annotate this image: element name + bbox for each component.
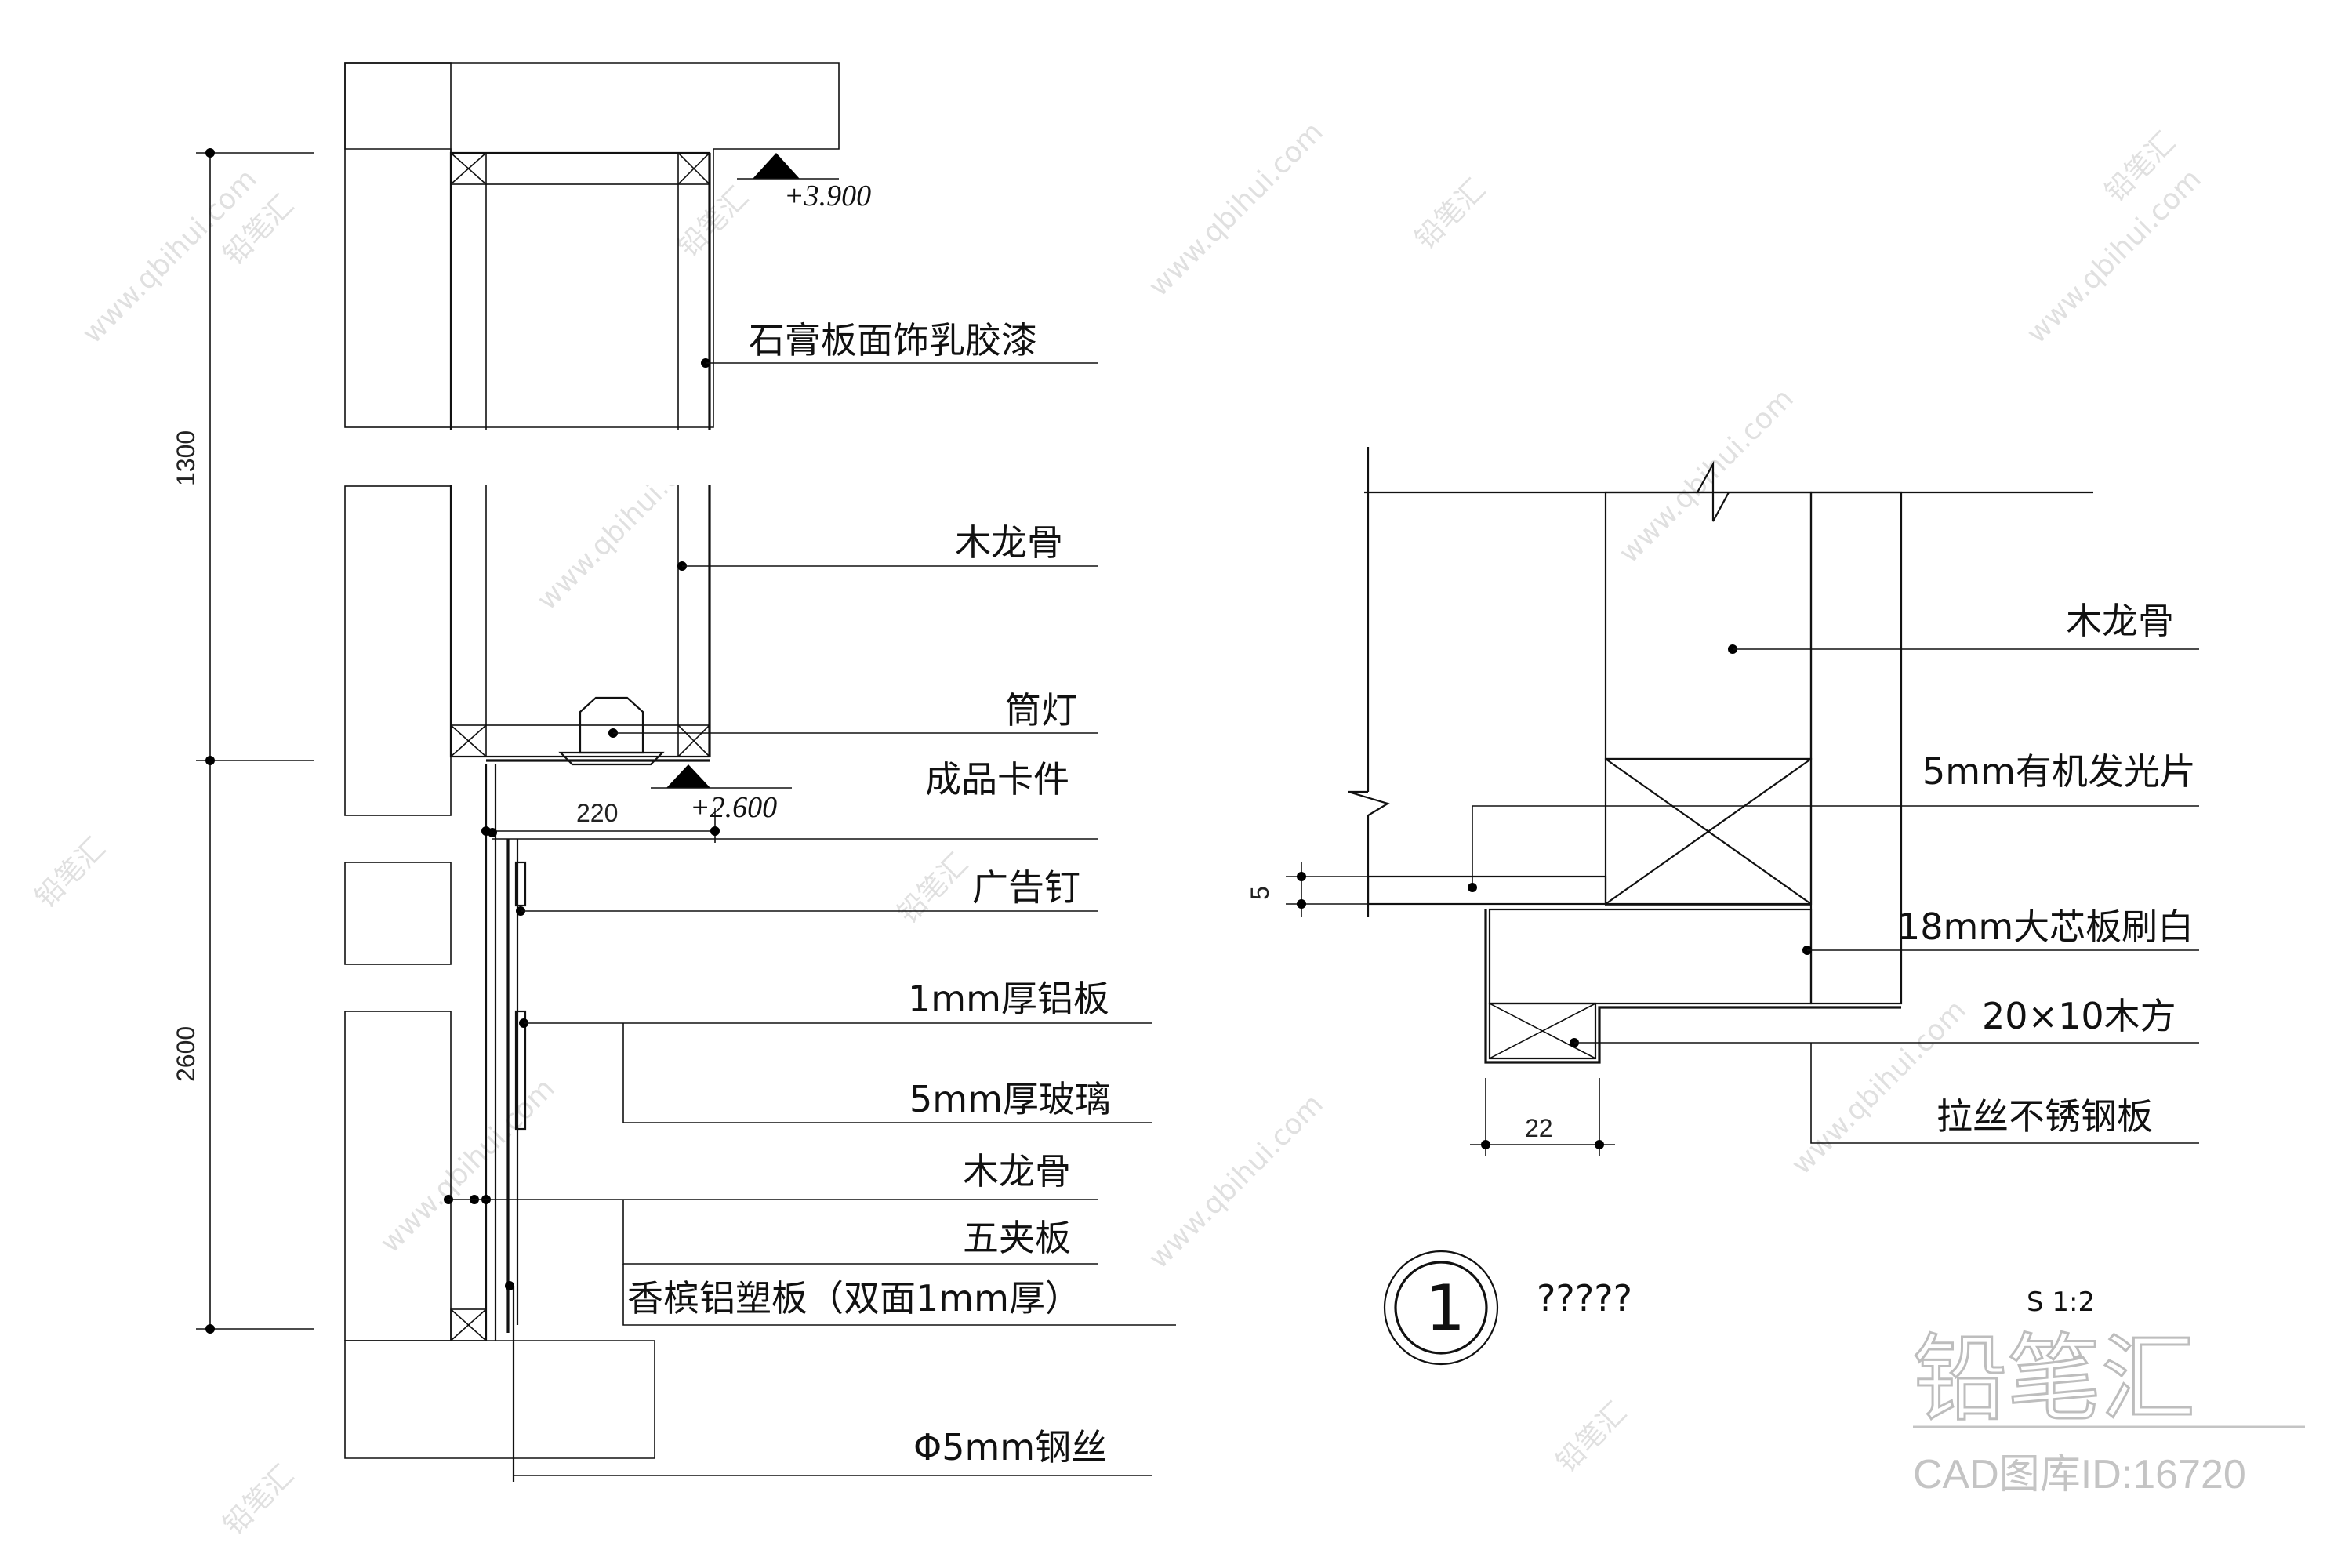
label-keel-top: 木龙骨: [955, 521, 1063, 564]
gap-dimension: 5: [1246, 862, 1368, 917]
watermark-brand: 铅笔汇: [29, 832, 111, 914]
leader-steel: 拉丝不锈钢板: [1810, 1043, 2199, 1144]
label-right-keel: 木龙骨: [2066, 600, 2174, 642]
leader-wire: Φ5mm钢丝: [513, 1426, 1152, 1482]
concrete-floor-slab: [344, 1340, 655, 1459]
elevation-bottom-label: +2.600: [690, 791, 777, 824]
label-clip: 成品卡件: [925, 758, 1069, 800]
detail-number: 1: [1425, 1272, 1465, 1345]
light-sheet: [1367, 875, 1607, 906]
core-board-horizontal: [1488, 908, 1813, 1005]
break-gap: [337, 430, 729, 485]
label-glass: 5mm厚玻璃: [909, 1078, 1111, 1120]
leader-downlight: 筒灯: [608, 689, 1098, 738]
leader-right-keel: 木龙骨: [1728, 600, 2199, 654]
leader-aluminum: 1mm厚铝板: [519, 978, 1152, 1028]
wood-batten: [1488, 1002, 1597, 1060]
watermark-brand: 铅笔汇: [217, 1459, 299, 1541]
watermark-site: www.qbihui.com: [1142, 116, 1329, 303]
light-sheet-edge: [1605, 904, 1812, 909]
label-plywood: 五夹板: [963, 1217, 1071, 1259]
elevation-marker-bottom: +2.600: [651, 764, 792, 824]
label-steel: 拉丝不锈钢板: [1936, 1095, 2153, 1138]
label-light-sheet: 5mm有机发光片: [1922, 750, 2196, 793]
watermark-brand: 铅笔汇: [1550, 1396, 1632, 1479]
concrete-wall-upper: [344, 62, 452, 428]
dimension-width-label: 220: [576, 799, 618, 827]
leader-acp: 香槟铝塑板（双面1mm厚）: [505, 1264, 1176, 1326]
elevation-top-label: +3.900: [784, 180, 871, 212]
label-gypsum: 石膏板面饰乳胶漆: [749, 319, 1037, 361]
leader-plywood: 五夹板: [622, 1200, 1098, 1265]
label-downlight: 筒灯: [1005, 689, 1077, 731]
watermark-site: www.qbihui.com: [1142, 1088, 1329, 1275]
dimension-upper-label: 1300: [172, 430, 200, 486]
steel-plate-outline: [1484, 909, 1901, 1064]
leader-gypsum: 石膏板面饰乳胶漆: [701, 319, 1098, 368]
watermark-site: www.qbihui.com: [374, 1073, 561, 1259]
concrete-wall-mid: [344, 485, 452, 816]
detail-title: ?????: [1537, 1277, 1632, 1319]
label-batten: 20×10木方: [1982, 995, 2176, 1037]
leader-glass: 5mm厚玻璃: [622, 1023, 1152, 1123]
watermark-brand: 铅笔汇: [1409, 173, 1491, 256]
wood-block-corner: [450, 152, 710, 757]
label-acp: 香槟铝塑板（双面1mm厚）: [627, 1277, 1081, 1319]
brand-id-text: CAD图库ID:16720: [1913, 1452, 2246, 1497]
concrete-wall-lower-a: [344, 862, 452, 965]
core-board-vertical: [1809, 491, 1903, 1005]
detail-scale: S 1:2: [2027, 1287, 2095, 1318]
leader-core-board: 18mm大芯板刷白: [1802, 906, 2199, 955]
label-keel-bottom: 木龙骨: [963, 1150, 1071, 1192]
watermark-brand: 铅笔汇: [891, 848, 974, 930]
elevation-marker-top: +3.900: [737, 153, 871, 212]
break-gap: [337, 967, 525, 1010]
brand-logo-text: 铅笔汇: [1913, 1325, 2195, 1434]
watermark-site: www.qbihui.com: [1785, 994, 1972, 1181]
break-symbol: [1348, 790, 1390, 917]
right-section-detail: 5 22 木龙骨 5mm有机发光片 18mm大芯板刷白: [1246, 447, 2199, 1156]
dimension-gap-label: 5: [1246, 886, 1274, 900]
label-aluminum: 1mm厚铝板: [908, 978, 1109, 1020]
leader-clip: 成品卡件: [488, 758, 1098, 840]
width-dimension: 220: [481, 799, 720, 843]
leader-keel-top: 木龙骨: [677, 521, 1098, 571]
leader-keel-bottom: 木龙骨: [444, 1150, 1098, 1204]
label-wire: Φ5mm钢丝: [913, 1426, 1107, 1468]
width-dimension-right: 22: [1470, 1078, 1615, 1156]
brand-watermark: 铅笔汇 CAD图库ID:16720: [1912, 1324, 2305, 1497]
label-core-board: 18mm大芯板刷白: [1897, 906, 2194, 948]
leader-ad-nail: 广告钉: [516, 866, 1098, 916]
vertical-dimension: 1300 2600: [172, 148, 314, 1334]
dimension-lower-label: 2600: [172, 1026, 200, 1082]
detail-title-block: 1 ????? S 1:2: [1383, 1250, 2095, 1366]
dimension-width-right-label: 22: [1525, 1114, 1553, 1142]
label-ad-nail: 广告钉: [972, 866, 1080, 909]
leader-batten: 20×10木方: [1570, 995, 2199, 1047]
glass-panel-assembly: [450, 764, 527, 1341]
leader-light-sheet: 5mm有机发光片: [1468, 750, 2199, 892]
concrete-slab-top: [344, 62, 840, 428]
left-section-detail: +3.900 +2.600 1300 2600 220: [172, 62, 1176, 1482]
